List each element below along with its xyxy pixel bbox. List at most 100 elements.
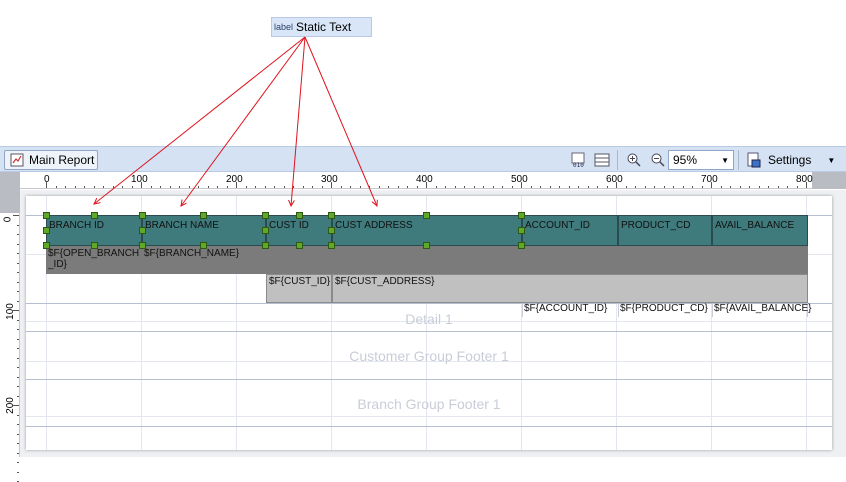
report-icon: [9, 152, 25, 168]
ruler-tick: [245, 186, 247, 188]
ruler-tick: [150, 186, 152, 188]
field-branch-name[interactable]: $F{BRANCH_NAME}: [142, 246, 808, 274]
ruler-tick: [597, 186, 598, 188]
ruler-tick: [84, 186, 85, 188]
selection-handle[interactable]: [262, 242, 269, 249]
field-cust-address[interactable]: $F{CUST_ADDRESS}: [332, 274, 808, 303]
selection-handle[interactable]: [200, 212, 207, 219]
zoom-in-icon[interactable]: [626, 152, 642, 168]
ruler-label-h: 600: [606, 174, 623, 185]
label-icon: label: [274, 22, 294, 32]
selection-handle[interactable]: [423, 242, 430, 249]
field-account-id[interactable]: $F{ACCOUNT_ID}: [522, 303, 618, 317]
ruler-tick: [321, 186, 323, 188]
ruler-tick: [625, 186, 627, 188]
selection-handle[interactable]: [200, 242, 207, 249]
ruler-label-h: 700: [701, 174, 718, 185]
chevron-down-icon: ▼: [721, 155, 729, 165]
field-product-cd[interactable]: $F{PRODUCT_CD}: [618, 303, 712, 317]
settings-button[interactable]: Settings ▼: [746, 150, 842, 170]
ruler-tick: [207, 186, 209, 188]
ruler-tick: [739, 186, 741, 188]
ruler-tick: [663, 186, 665, 188]
ruler-tick: [17, 452, 19, 454]
header-cust-address[interactable]: CUST ADDRESS: [332, 215, 522, 246]
ruler-tick: [806, 182, 807, 188]
ruler-tick: [13, 405, 19, 406]
ruler-label-h: 500: [511, 174, 528, 185]
ruler-tick: [17, 367, 19, 368]
ruler-tick: [644, 186, 646, 188]
selection-handle[interactable]: [262, 227, 269, 234]
selection-handle[interactable]: [423, 212, 430, 219]
selection-handle[interactable]: [518, 212, 525, 219]
zoom-value: 95%: [673, 153, 698, 167]
ruler-tick: [720, 186, 722, 188]
selection-handle[interactable]: [328, 242, 335, 249]
ruler-tick: [416, 186, 418, 188]
ruler-label-v: 100: [4, 303, 16, 320]
header-branch-name[interactable]: BRANCH NAME: [142, 215, 266, 246]
selection-handle[interactable]: [139, 242, 146, 249]
ruler-tick: [445, 186, 446, 188]
data-preview-icon[interactable]: 010: [570, 152, 586, 168]
header-product-cd[interactable]: PRODUCT_CD: [618, 215, 712, 246]
table-layout-icon[interactable]: [594, 152, 610, 168]
ruler-tick: [654, 186, 655, 188]
ruler-tick: [17, 357, 19, 359]
header-cust-id[interactable]: CUST ID: [266, 215, 332, 246]
ruler-tick: [635, 186, 636, 188]
selection-handle[interactable]: [518, 227, 525, 234]
ruler-tick: [226, 186, 228, 188]
ruler-tick: [540, 186, 541, 188]
selection-handle[interactable]: [328, 212, 335, 219]
main-report-button[interactable]: Main Report: [4, 150, 98, 170]
static-text-callout: label Static Text: [271, 17, 372, 37]
ruler-tick: [787, 186, 788, 188]
selection-handle[interactable]: [296, 212, 303, 219]
selection-handle[interactable]: [43, 242, 50, 249]
ruler-tick: [711, 182, 712, 188]
selection-handle[interactable]: [43, 212, 50, 219]
ruler-tick: [17, 386, 19, 387]
selection-handle[interactable]: [518, 242, 525, 249]
ruler-tick: [17, 414, 19, 416]
chevron-down-icon: ▼: [827, 155, 836, 165]
ruler-tick: [13, 310, 19, 311]
selection-handle[interactable]: [43, 227, 50, 234]
vertical-ruler: [0, 189, 20, 482]
ruler-tick: [397, 186, 399, 188]
ruler-tick: [217, 186, 218, 188]
ruler-tick: [483, 186, 484, 188]
ruler-tick: [606, 186, 608, 188]
ruler-tick: [568, 186, 570, 188]
zoom-select[interactable]: 95% ▼: [668, 150, 734, 170]
ruler-tick: [293, 186, 294, 188]
ruler-tick: [74, 186, 76, 188]
field-open-branch-id-text: $F{OPEN_BRANCH_ID}: [48, 248, 140, 270]
ruler-tick: [131, 186, 133, 188]
ruler-margin: [812, 172, 846, 189]
ruler-tick: [673, 186, 674, 188]
header-account-id[interactable]: ACCOUNT_ID: [522, 215, 618, 246]
field-avail-balance[interactable]: $F{AVAIL_BALANCE}: [712, 303, 811, 317]
zoom-out-icon[interactable]: [650, 152, 666, 168]
ruler-tick: [530, 186, 532, 188]
selection-handle[interactable]: [262, 212, 269, 219]
ruler-tick: [274, 186, 275, 188]
ruler-tick: [682, 186, 684, 188]
selection-handle[interactable]: [139, 212, 146, 219]
selection-handle[interactable]: [91, 242, 98, 249]
header-avail-balance[interactable]: AVAIL_BALANCE: [712, 215, 808, 246]
ruler-tick: [407, 186, 408, 188]
selection-handle[interactable]: [139, 227, 146, 234]
ruler-tick: [17, 424, 19, 425]
ruler-label-h: 200: [226, 174, 243, 185]
field-cust-id[interactable]: $F{CUST_ID}: [266, 274, 332, 303]
ruler-tick: [559, 186, 560, 188]
field-open-branch-id[interactable]: $F{OPEN_BRANCH_ID}: [46, 246, 142, 274]
selection-handle[interactable]: [328, 227, 335, 234]
selection-handle[interactable]: [296, 242, 303, 249]
selection-handle[interactable]: [91, 212, 98, 219]
band-label-customer-footer: Customer Group Footer 1: [349, 348, 509, 364]
